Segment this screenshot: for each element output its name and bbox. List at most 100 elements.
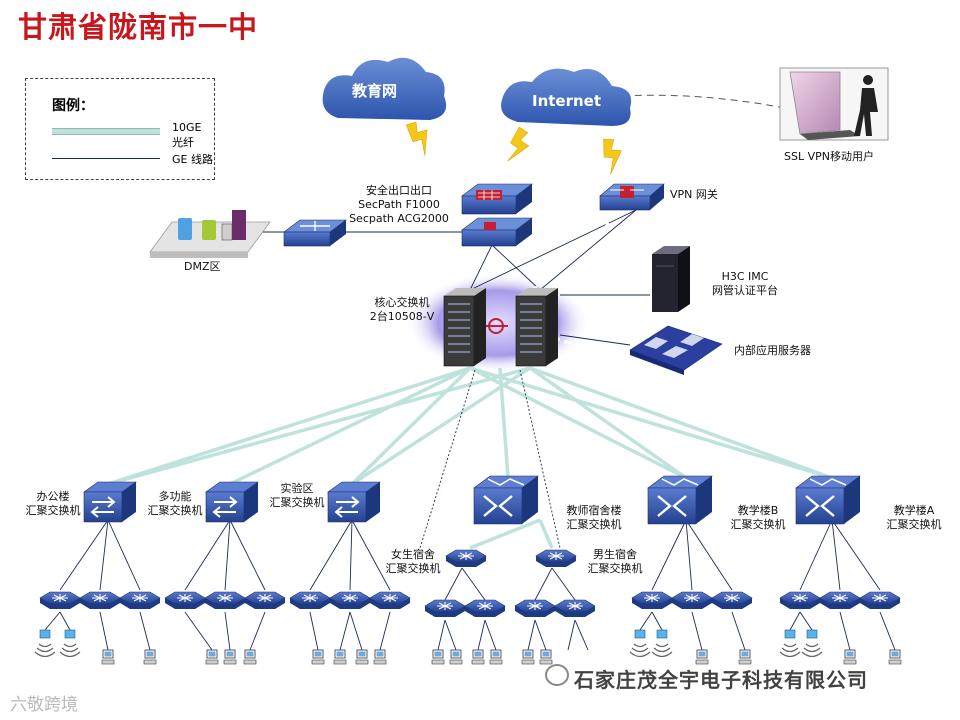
- lab-agg-label-line2: 汇聚交换机: [269, 496, 325, 509]
- access-switch-icon: [289, 591, 331, 610]
- access-switch-icon: [424, 599, 466, 618]
- pc-icon: [738, 649, 752, 665]
- pc-icon: [695, 649, 709, 665]
- male-dorm-agg-label: 男生宿舍 汇聚交换机: [580, 548, 650, 576]
- pc-icon: [539, 649, 553, 665]
- teachA-agg-label-line2: 汇聚交换机: [886, 518, 942, 531]
- core-switch-icon: [515, 288, 558, 367]
- female-dorm-agg-label-line2: 汇聚交换机: [385, 562, 441, 575]
- access-switch-icon: [711, 591, 753, 610]
- vpn-gateway-label: VPN 网关: [670, 188, 718, 201]
- pc-icon: [143, 649, 157, 665]
- legend-fiber-label: 10GE 光纤: [172, 121, 202, 149]
- multi-agg-label-line2: 汇聚交换机: [147, 504, 203, 517]
- cloud-icon: [322, 57, 447, 120]
- pc-icon: [101, 649, 115, 665]
- access-switch-icon: [554, 599, 596, 618]
- access-switch-icon: [204, 591, 246, 610]
- pc-icon: [431, 649, 445, 665]
- aggregation-switch-icon: [472, 474, 540, 526]
- page-title: 甘肃省陇南市一中: [18, 10, 259, 44]
- core-switch-icon: [443, 288, 486, 367]
- access-switch-icon: [819, 591, 861, 610]
- imc-label: H3C IMC 网管认证平台: [700, 270, 790, 298]
- dmz-label: DMZ区: [184, 260, 221, 273]
- pc-icon: [843, 649, 857, 665]
- access-switch-icon: [244, 591, 286, 610]
- access-switch-icon: [464, 599, 506, 618]
- female-dorm-agg-label-line1: 女生宿舍: [391, 548, 435, 561]
- lightning-icon: [601, 136, 625, 176]
- wireless-ap-icon: [779, 629, 801, 658]
- pc-icon: [311, 649, 325, 665]
- access-switch-icon: [164, 591, 206, 610]
- server-icon: [652, 246, 690, 312]
- aggregation-switch-icon: [794, 474, 862, 526]
- company-watermark: 石家庄茂全宇电子科技有限公司: [574, 668, 868, 692]
- left-watermark: 六敬跨境: [10, 695, 78, 715]
- legend-ge-label: GE 线路: [172, 153, 213, 166]
- aggregation-switch-icon: [83, 481, 137, 523]
- office-agg-label-line2: 汇聚交换机: [25, 504, 81, 517]
- aggregation-switch-icon: [205, 481, 259, 523]
- core-switch-label: 核心交换机 2台10508-V: [360, 296, 444, 324]
- pc-icon: [489, 649, 503, 665]
- aggregation-switch-icon: [327, 481, 381, 523]
- pc-icon: [333, 649, 347, 665]
- pc-icon: [205, 649, 219, 665]
- aggregation-switch-icon: [535, 549, 577, 568]
- firewall-label-line3: Secpath ACG2000: [349, 212, 449, 225]
- lightning-icon: [503, 126, 535, 167]
- legend-fiber-swatch: [52, 128, 160, 135]
- pc-icon: [888, 649, 902, 665]
- imc-label-line2: 网管认证平台: [712, 284, 778, 297]
- teachB-agg-label-line2: 汇聚交换机: [730, 518, 786, 531]
- wireless-ap-icon: [34, 629, 56, 658]
- firewall-label-line2: SecPath F1000: [358, 198, 440, 211]
- pc-row: [101, 649, 902, 665]
- edu-network-label: 教育网: [352, 82, 398, 100]
- ge-links: [44, 209, 896, 651]
- teacher-dorm-agg-label-line1: 教师宿舍楼: [566, 504, 622, 517]
- server-icon: [178, 210, 246, 241]
- lab-agg-label-line1: 实验区: [280, 482, 314, 495]
- laptop-user-icon: [779, 67, 889, 141]
- legend-ge-swatch: [52, 158, 160, 159]
- female-dorm-agg-label: 女生宿舍 汇聚交换机: [378, 548, 448, 576]
- ssl-vpn-label: SSL VPN移动用户: [784, 150, 874, 163]
- internet-label: Internet: [532, 92, 602, 110]
- wireless-ap-icon: [801, 629, 823, 658]
- access-switch-icon: [79, 591, 121, 610]
- male-dorm-agg-label-line1: 男生宿舍: [593, 548, 637, 561]
- teachB-agg-label-line1: 教学楼B: [737, 504, 779, 517]
- firewall-icon: [461, 183, 533, 247]
- access-switch-icon: [369, 591, 411, 610]
- legend-box: 图例： 10GE 光纤 GE 线路: [25, 78, 215, 180]
- teacher-dorm-agg-label-line2: 汇聚交换机: [566, 518, 622, 531]
- aggregation-switch-icon: [445, 549, 487, 568]
- core-switch-label-line2: 2台10508-V: [369, 310, 435, 323]
- firewall-label-line1: 安全出口出口: [366, 184, 432, 197]
- access-switch-icon: [119, 591, 161, 610]
- teachB-agg-label: 教学楼B 汇聚交换机: [720, 504, 796, 532]
- wireless-ap-icon: [651, 629, 673, 658]
- fiber-links: [107, 366, 833, 550]
- vpn-gateway-icon: [599, 183, 665, 211]
- server-icon: [629, 325, 723, 375]
- aggregation-switch-icon: [646, 474, 714, 526]
- multi-agg-label: 多功能 汇聚交换机: [140, 490, 210, 518]
- access-switch-icon: [779, 591, 821, 610]
- lightning-icon: [404, 117, 438, 158]
- teachA-agg-label: 教学楼A 汇聚交换机: [874, 504, 954, 532]
- wechat-watermark-icon: [545, 664, 569, 686]
- pc-icon: [373, 649, 387, 665]
- pc-icon: [355, 649, 369, 665]
- dmz-zone: [149, 210, 271, 258]
- wireless-ap-icon: [59, 629, 81, 658]
- pc-icon: [521, 649, 535, 665]
- access-switch-icon: [329, 591, 371, 610]
- access-switch-icon: [631, 591, 673, 610]
- male-dorm-agg-label-line2: 汇聚交换机: [587, 562, 643, 575]
- cloud-icon: [501, 68, 632, 126]
